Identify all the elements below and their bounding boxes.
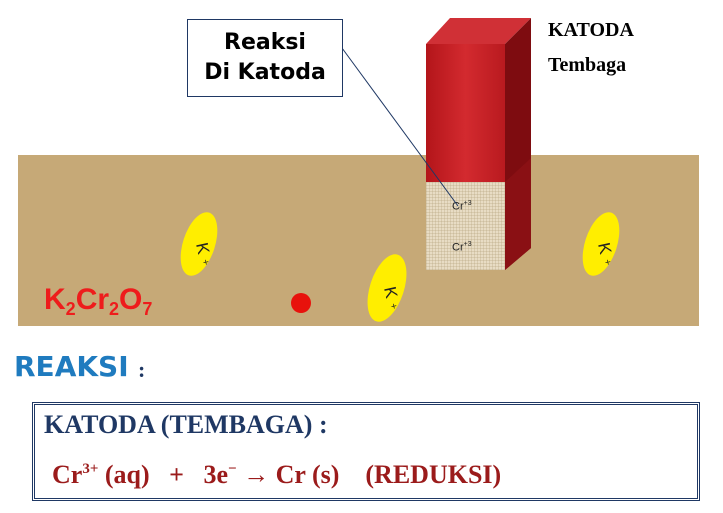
electrode-label-line-1: KATODA [548, 19, 634, 41]
cr-ion-label-1: Cr+3 [452, 200, 472, 213]
callout-box: Reaksi Di Katoda [187, 19, 343, 97]
callout-line-2: Di Katoda [204, 60, 326, 85]
reaction-heading: REAKSI [14, 350, 129, 383]
k-ion-label: K [192, 241, 213, 257]
k-ion-1: K + [180, 212, 218, 276]
callout-line-1: Reaksi [224, 30, 306, 55]
electrolyte-formula: K2Cr2O7 [44, 283, 153, 319]
product: Cr (s) [269, 460, 340, 489]
k-ion-charge: + [601, 258, 613, 266]
reactant-state: (aq) [98, 460, 150, 489]
cathode-side-submerged [505, 158, 531, 270]
k-ion-2: K + [367, 254, 407, 322]
reaction-box [32, 402, 700, 501]
electrode-label-line-2: Tembaga [548, 54, 627, 76]
reaction-title: KATODA (TEMBAGA) : [44, 410, 328, 439]
reactant: Cr [52, 460, 83, 489]
reaction-heading-colon: : [138, 357, 146, 382]
k-ion-charge: + [199, 258, 211, 266]
k-ion-charge: + [387, 302, 399, 310]
cr-ion-label-2: Cr+3 [452, 241, 472, 254]
electron-charge: − [228, 461, 237, 477]
reaction-type: (REDUKSI) [365, 460, 502, 489]
k-ion-3: K + [582, 212, 620, 276]
plus-sign: + [169, 460, 184, 489]
k-ion-label: K [380, 285, 401, 301]
electrons: 3e [203, 460, 229, 489]
reaction-equation: Cr3+ (aq) + 3e− → Cr (s) (REDUKSI) [52, 460, 501, 490]
cathode-top-face [426, 18, 531, 44]
k-ion-label: K [594, 241, 615, 257]
reaction-arrow-icon: → [243, 460, 270, 489]
reactant-charge: 3+ [82, 461, 99, 477]
red-dot-marker [291, 293, 311, 313]
copper-cathode-sides [426, 18, 531, 270]
